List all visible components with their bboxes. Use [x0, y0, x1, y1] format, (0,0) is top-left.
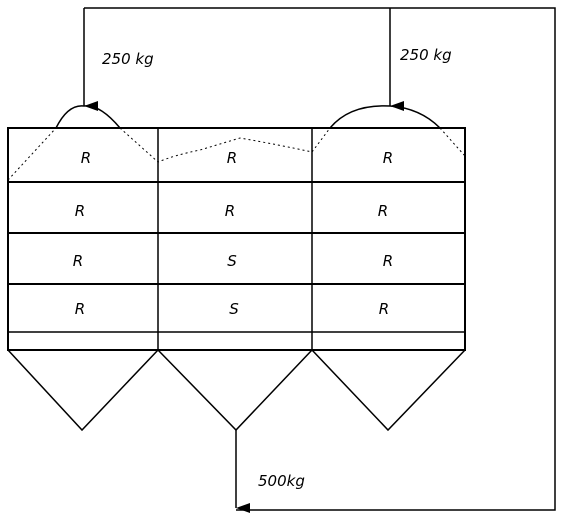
cell-label: S — [227, 252, 237, 270]
cell-label: R — [227, 149, 237, 167]
cell-label: R — [378, 202, 388, 220]
cell-label: R — [75, 300, 85, 318]
cell-label: R — [379, 300, 389, 318]
grain-surface-line — [7, 127, 466, 181]
inlet-left-label: 250 kg — [102, 50, 154, 68]
recirculation-loop-line — [84, 7, 556, 511]
cell-label: R — [225, 202, 235, 220]
outlet-label: 500kg — [258, 472, 305, 490]
cell-label: R — [73, 252, 83, 270]
cell-label: S — [229, 300, 239, 318]
cell-label: R — [383, 252, 393, 270]
inlet-right-label: 250 kg — [400, 46, 452, 64]
hopper-right — [311, 349, 466, 432]
cell-label: R — [75, 202, 85, 220]
bin-outline — [7, 127, 466, 351]
cell-label: R — [81, 149, 91, 167]
hopper-left — [7, 349, 159, 432]
grain-pile-left — [55, 105, 121, 129]
grain-pile-right — [329, 105, 441, 129]
cell-label: R — [383, 149, 393, 167]
hopper-center — [157, 349, 313, 432]
